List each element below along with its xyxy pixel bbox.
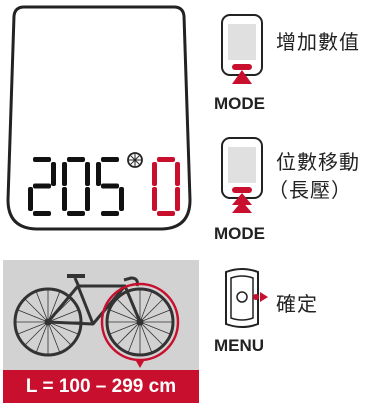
digit-edit-segment-a — [157, 157, 175, 162]
digit-2-segment-f — [96, 162, 101, 186]
digit-edit-segment-c — [175, 187, 180, 211]
digit-0-segment-a — [33, 157, 51, 162]
digit-1-segment-e — [62, 187, 67, 211]
bike-illustration — [3, 260, 199, 370]
digit-2-segment-g — [101, 183, 119, 189]
menu-button-label: MENU — [214, 336, 265, 355]
wheel-circumference-marker — [100, 282, 180, 362]
lcd-display — [0, 0, 196, 240]
mode-button-label-2: MODE — [214, 224, 265, 243]
digit-0-segment-d — [33, 211, 51, 216]
wheel-icon — [127, 152, 143, 168]
digit-1-segment-b — [85, 162, 90, 186]
instruction-increase-value: 增加數值 — [276, 30, 360, 54]
digit-edit-segment-f — [152, 162, 157, 186]
instruction-confirm: 確定 — [276, 292, 318, 316]
digit-0-segment-b — [51, 162, 56, 186]
digit-0-segment-e — [28, 187, 33, 211]
digit-2-segment-c — [119, 187, 124, 211]
digit-1-segment-c — [85, 187, 90, 211]
mode-button-longpress-icon — [218, 135, 268, 225]
digit-0-segment-g — [33, 183, 51, 189]
instruction-move-digit: 位數移動 — [276, 150, 360, 174]
instruction-long-press: （長壓） — [268, 178, 352, 202]
digit-2-segment-a — [101, 157, 119, 162]
digit-2-segment-d — [101, 211, 119, 216]
digit-1-segment-f — [62, 162, 67, 186]
mode-button-label: MODE — [214, 94, 265, 113]
mode-button-icon — [218, 12, 268, 94]
digit-1-segment-a — [67, 157, 85, 162]
digit-edit-segment-b — [175, 162, 180, 186]
wheel-circumference-label: L = 100 – 299 cm — [3, 370, 199, 403]
menu-button-icon — [218, 266, 268, 336]
digit-edit-segment-e — [152, 187, 157, 211]
digit-edit-segment-d — [157, 211, 175, 216]
digit-1-segment-d — [67, 211, 85, 216]
lcd-frame — [6, 5, 192, 231]
